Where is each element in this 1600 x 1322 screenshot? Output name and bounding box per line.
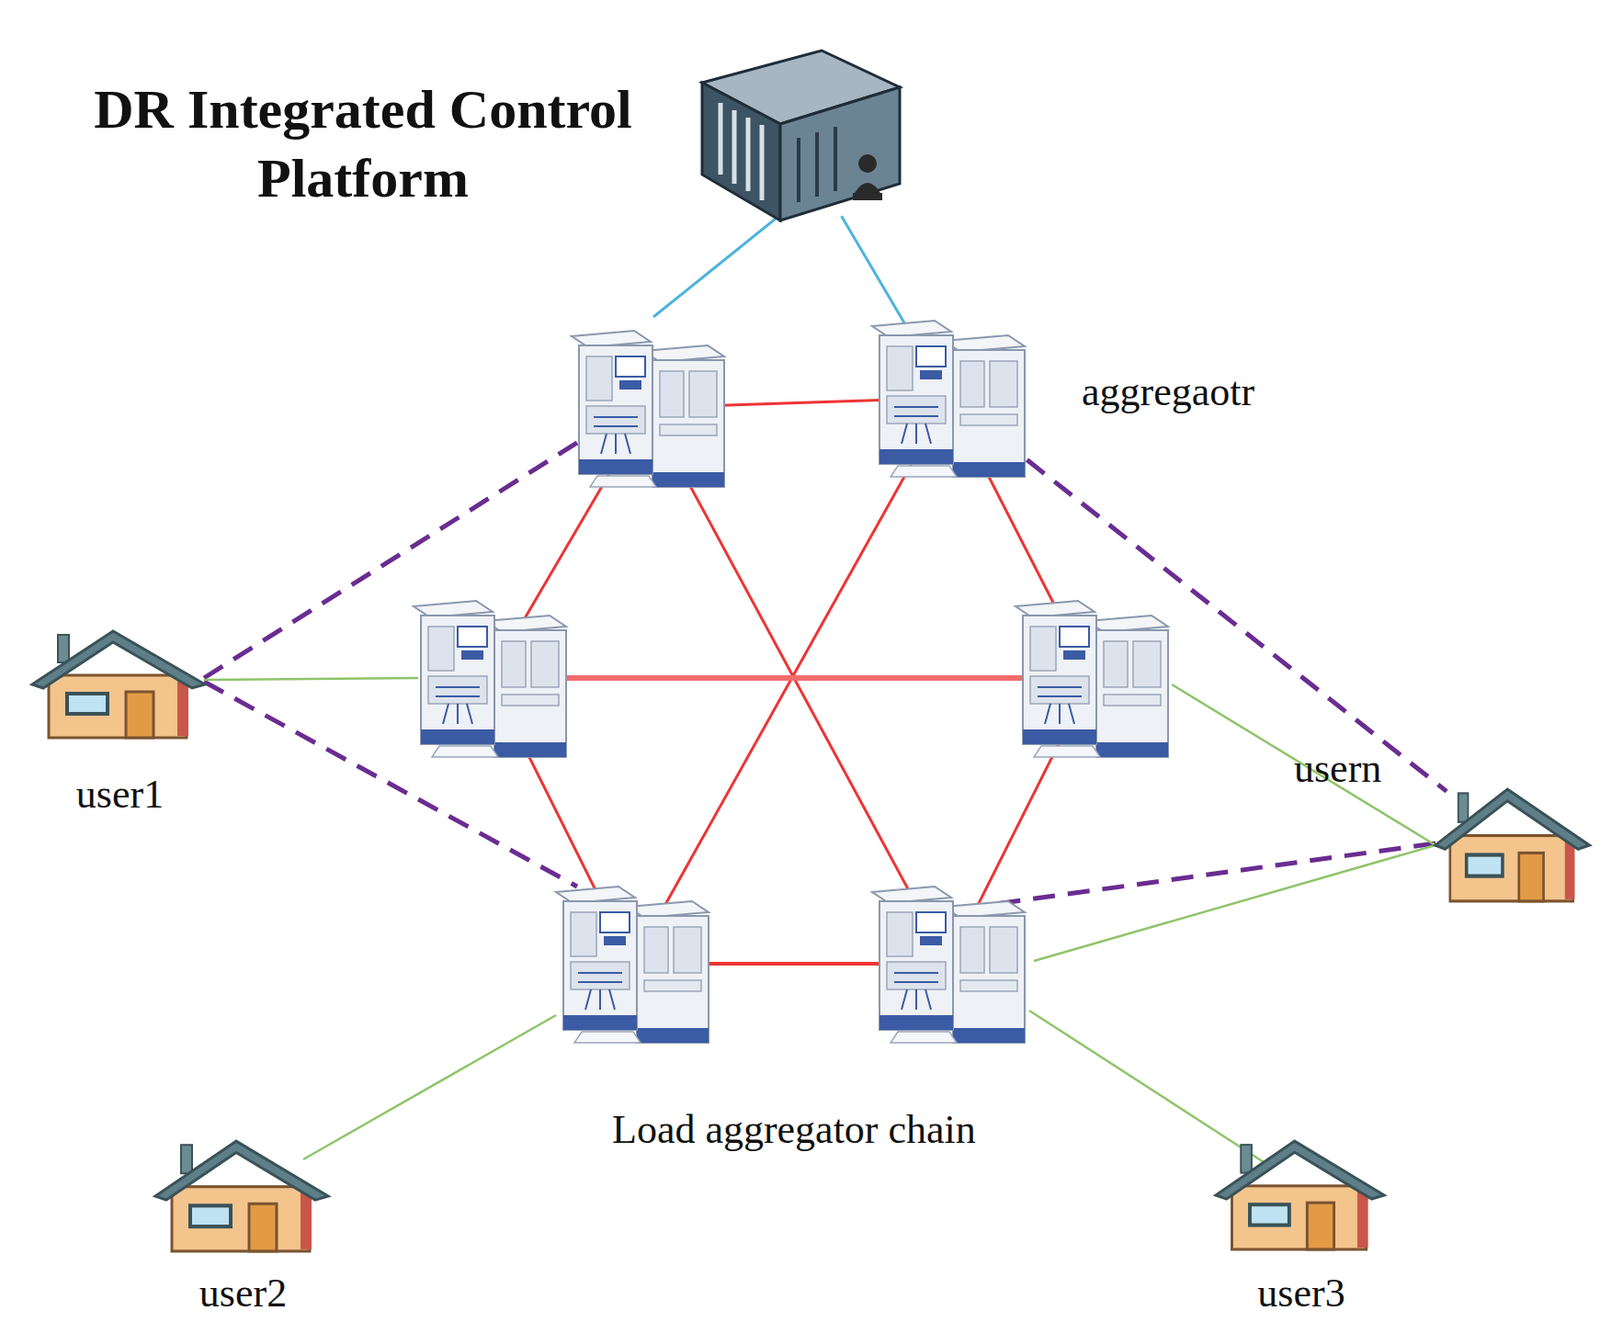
platform-title: DR Integrated Control Platform xyxy=(82,75,644,214)
user-link xyxy=(204,678,419,681)
user-link xyxy=(303,1015,557,1160)
house-icon xyxy=(1214,1137,1389,1252)
platform-link xyxy=(653,218,776,318)
node-label: usern xyxy=(1293,748,1382,790)
aggregator-icon xyxy=(556,886,709,1044)
connector xyxy=(841,215,906,324)
house-icon xyxy=(155,1141,329,1252)
aggregator-node: aggregaotr xyxy=(861,315,1321,485)
aggregator-icon xyxy=(1015,601,1169,758)
user-node: usern xyxy=(1286,748,1598,908)
node-label: aggregaotr xyxy=(1081,372,1255,413)
aggregator-icon xyxy=(872,886,1025,1044)
dashed-link xyxy=(987,843,1436,906)
user-link xyxy=(1033,845,1436,962)
aggregator-icon xyxy=(571,330,725,488)
aggregator-icon xyxy=(861,315,1036,481)
user-node: user1 xyxy=(30,627,215,821)
aggregator-icon xyxy=(413,601,567,758)
chain-link xyxy=(647,408,949,965)
user-node: user3 xyxy=(1214,1137,1398,1318)
house-icon xyxy=(1435,789,1590,902)
chain-link xyxy=(489,675,1092,681)
server-icon xyxy=(702,50,900,221)
house-icon xyxy=(32,631,205,738)
user-link xyxy=(1029,1010,1264,1163)
user-link xyxy=(1171,684,1436,846)
house-icon xyxy=(1433,785,1594,904)
node-label: user1 xyxy=(30,774,210,816)
house-icon xyxy=(30,627,210,740)
house-icon xyxy=(153,1137,333,1254)
aggregator-icon xyxy=(872,320,1025,477)
user-node: user2 xyxy=(153,1137,338,1318)
node-label: user3 xyxy=(1214,1273,1389,1315)
house-icon xyxy=(1215,1141,1385,1250)
server-icon xyxy=(683,45,905,226)
chain-label: Load aggregator chain xyxy=(612,1110,976,1151)
platform-node: DR Integrated Control Platform xyxy=(82,45,910,230)
node-label: user2 xyxy=(153,1273,333,1315)
connector xyxy=(1027,460,1448,793)
